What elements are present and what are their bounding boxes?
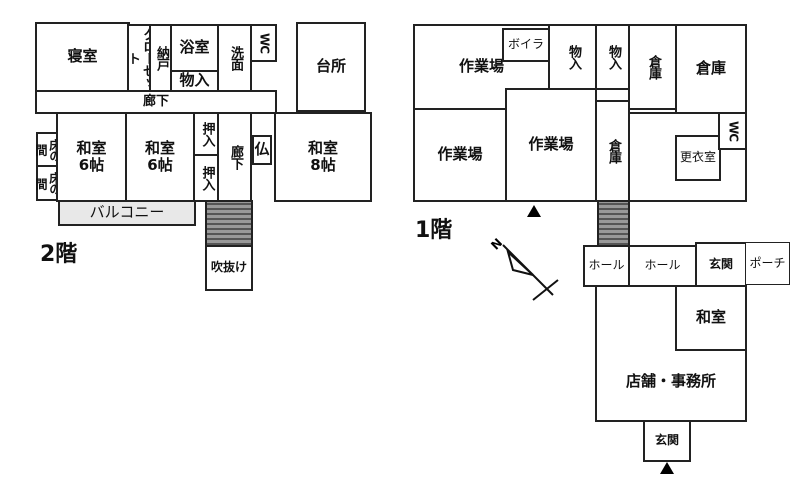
room-void: 吹抜け (205, 245, 253, 291)
balcony: バルコニー (58, 200, 196, 226)
room-hallway: 廊下 (35, 90, 277, 114)
room-storage-2: 物入 (595, 24, 630, 90)
room-changing: 更衣室 (675, 135, 721, 181)
room-porch: ポーチ (745, 242, 790, 285)
floor-2-label: 2階 (40, 242, 78, 267)
room-bedroom: 寝室 (35, 22, 130, 92)
room-oshiire-1: 押入 (193, 112, 219, 156)
room-hall-1: ホール (583, 245, 630, 287)
floor-1-label: 1階 (415, 218, 453, 243)
room-kitchen: 台所 (296, 22, 366, 112)
room-oshiire-2: 押入 (193, 154, 219, 202)
room-storage: 物入 (170, 70, 219, 92)
staircase-1f (597, 200, 630, 247)
room-workshop-2: 作業場 (413, 108, 507, 202)
room-hall-2: ホール (628, 245, 697, 287)
entrance-marker-icon (660, 462, 674, 474)
room-washitsu-8: 和室 8帖 (274, 112, 372, 202)
room-tokonoma-2: 床の間 (34, 165, 62, 201)
room-washitsu-1f: 和室 (675, 285, 747, 351)
room-warehouse-1: 倉庫 (628, 24, 677, 110)
room-butsuma: 仏 (252, 135, 272, 165)
room-entrance-1: 玄関 (695, 242, 747, 287)
svg-text:N: N (488, 236, 505, 253)
room-wc: WC (250, 24, 277, 62)
room-tokonoma-1: 床の間 (34, 132, 62, 167)
room-storage-1: 物入 (548, 24, 597, 90)
room-closet: クローゼット (125, 24, 155, 92)
room-warehouse-2: 倉庫 (675, 24, 747, 114)
staircase (205, 200, 253, 247)
room-hallway-vertical: 廊下 (217, 112, 252, 202)
room-bath: 浴室 (170, 24, 219, 72)
room-entrance-2: 玄関 (643, 420, 691, 462)
room-storeroom: 納戸 (149, 24, 172, 92)
room-boiler: ボイラ (502, 28, 550, 62)
entrance-marker-icon (527, 205, 541, 217)
room-wc-1f: WC (718, 112, 747, 150)
room-warehouse-3: 倉庫 (595, 100, 630, 202)
room-washitsu-6-a: 和室 6帖 (56, 112, 127, 202)
room-washitsu-6-b: 和室 6帖 (125, 112, 195, 202)
north-arrow-icon: N (488, 236, 559, 301)
room-workshop-3: 作業場 (505, 88, 597, 202)
room-washroom: 洗面 (217, 24, 252, 92)
